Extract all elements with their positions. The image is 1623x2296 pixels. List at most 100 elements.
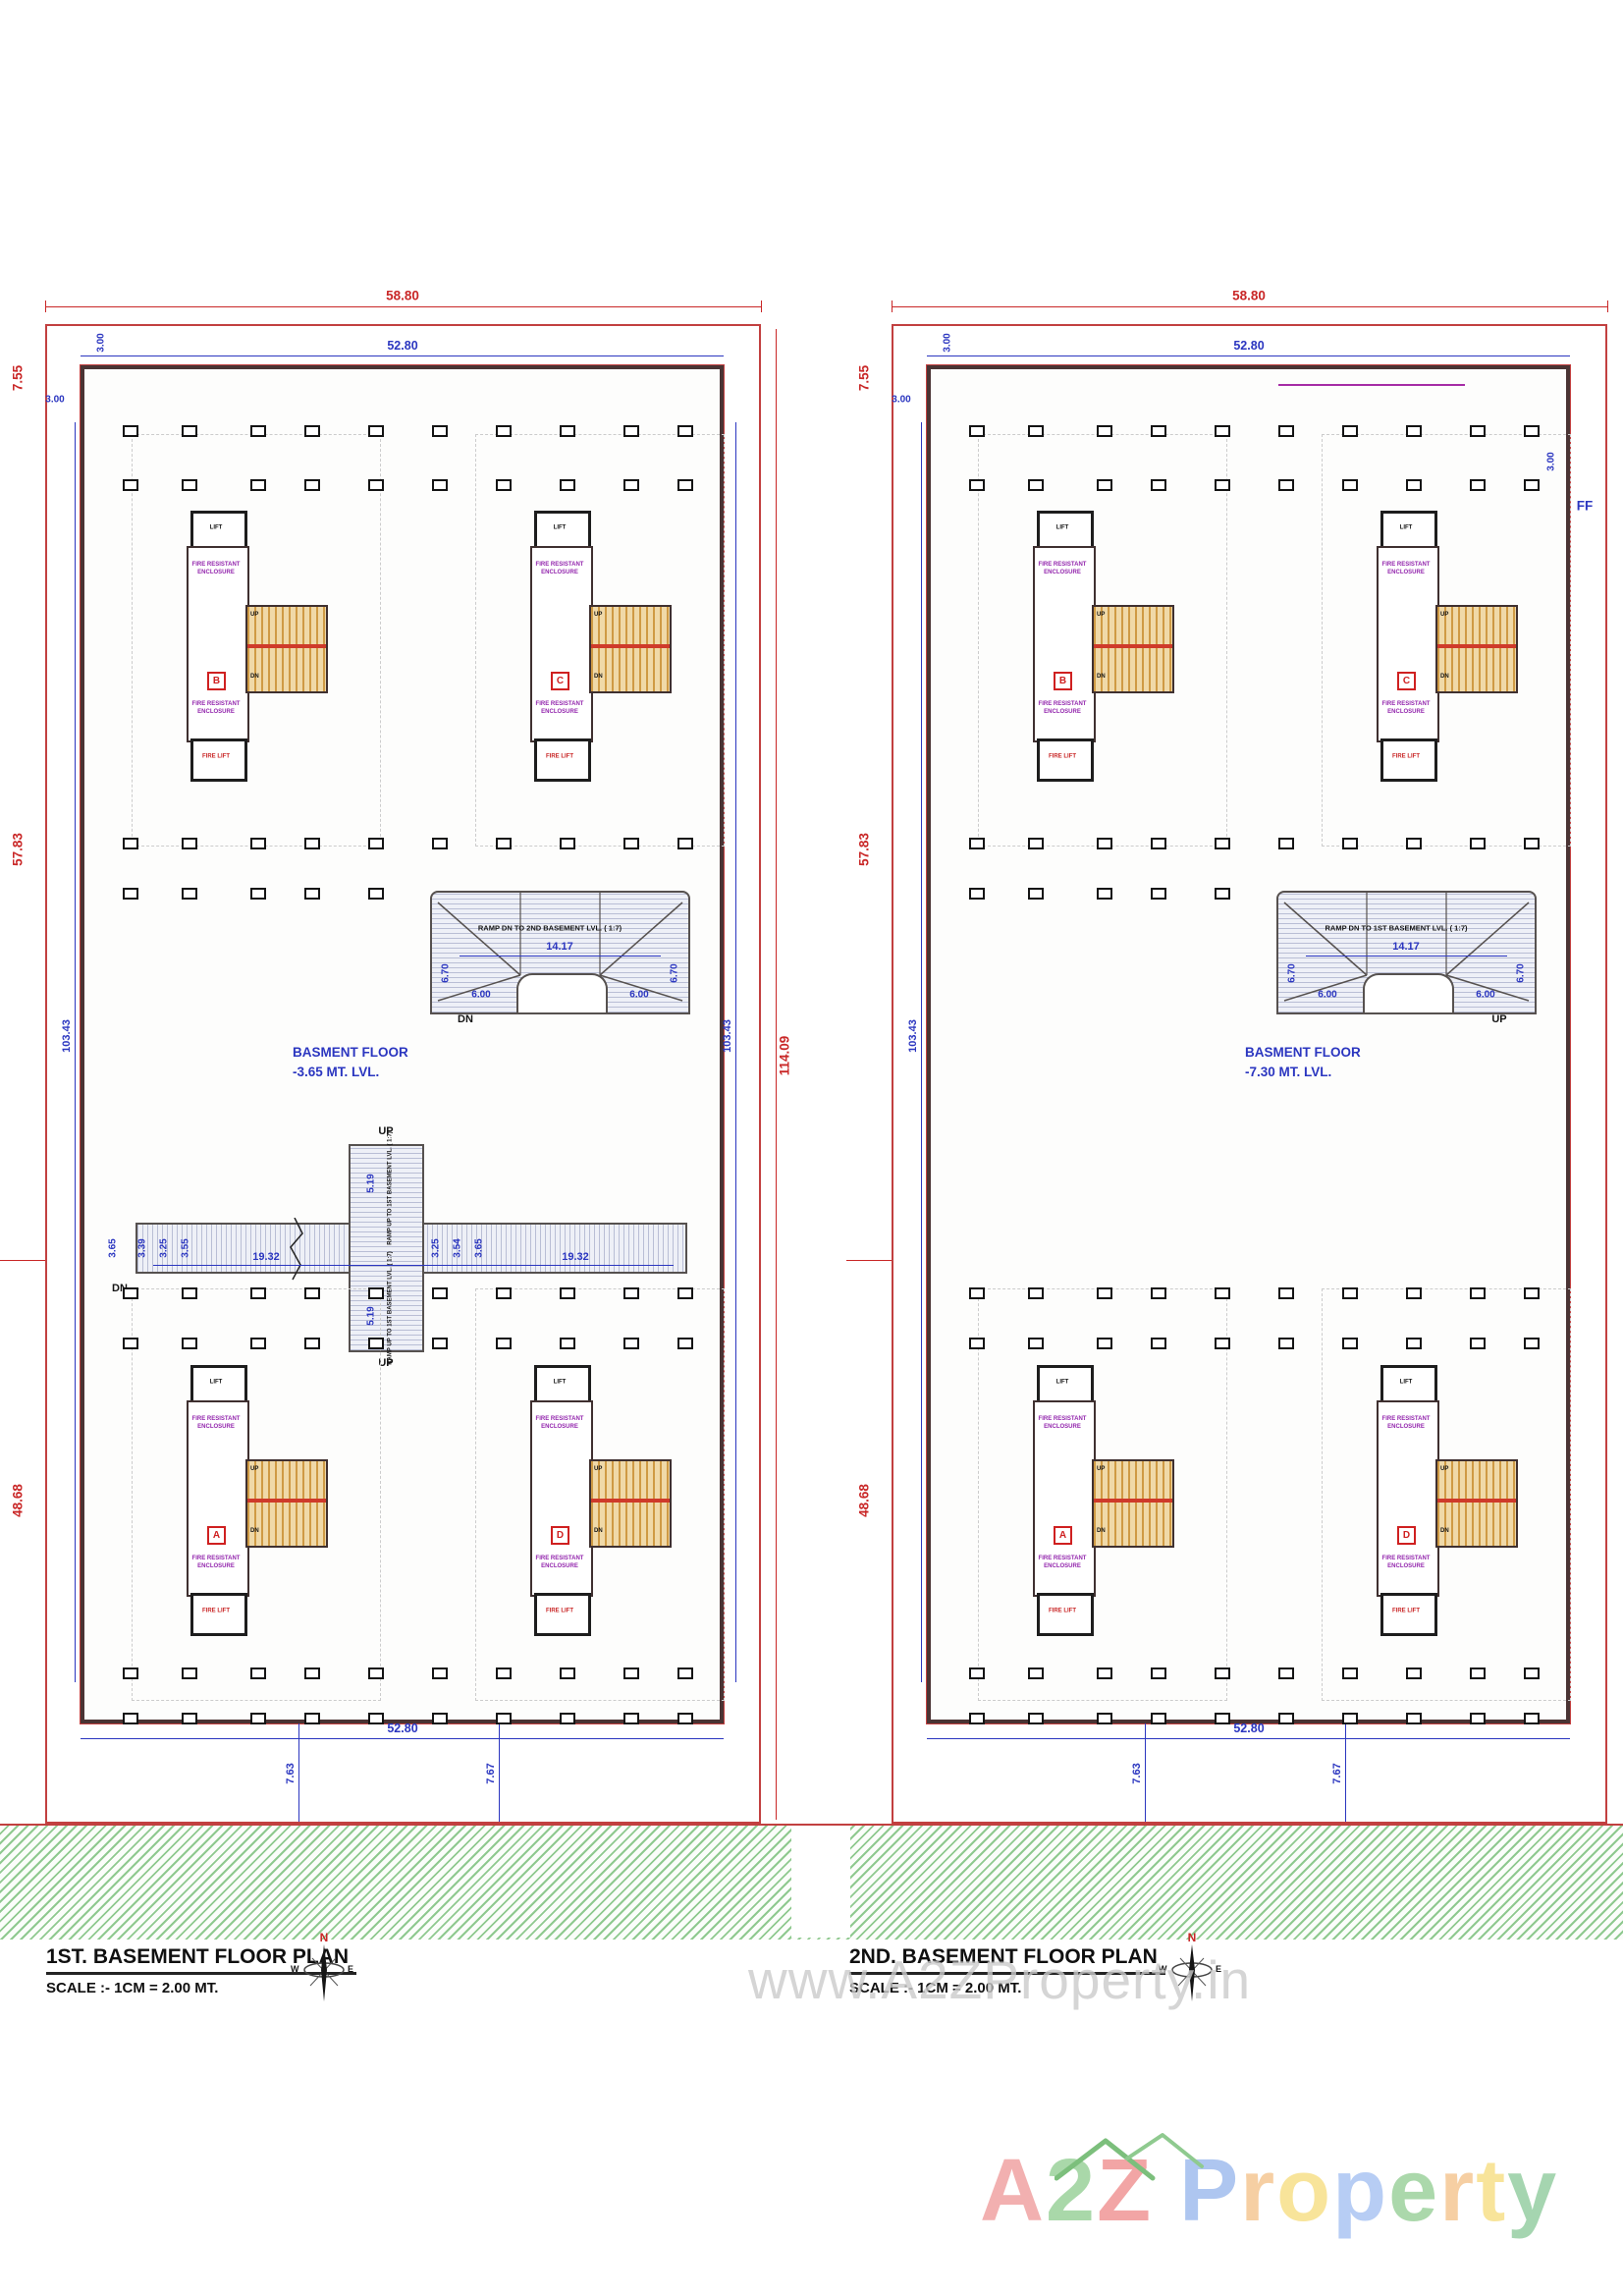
column-marker [969, 1667, 985, 1679]
lift-label: LIFT [209, 1379, 223, 1386]
core-letter-badge: A [207, 1526, 226, 1545]
column-marker [1470, 479, 1486, 491]
column-marker [1406, 1338, 1422, 1349]
dim-line-offset-right [499, 1723, 500, 1822]
plot-boundary [892, 324, 1607, 1824]
ramp-dn-label: DN [458, 1013, 473, 1025]
fire-lift-shaft [1380, 1593, 1437, 1636]
lift-label: LIFT [1055, 524, 1069, 531]
fire-lift-shaft [534, 738, 591, 782]
dim-tick [892, 301, 893, 312]
column-marker [368, 1338, 384, 1349]
fire-lift-label: FIRE LIFT [1049, 753, 1076, 760]
fire-lift-shaft [1037, 1593, 1094, 1636]
column-marker [560, 1667, 575, 1679]
column-marker [623, 479, 639, 491]
fire-lift-shaft [190, 738, 247, 782]
column-marker [1524, 1338, 1540, 1349]
ramp-dim-width: 14.17 [1392, 941, 1420, 953]
stair-dn-label: DN [1097, 674, 1106, 680]
core-letter-badge: B [207, 672, 226, 690]
column-marker [1470, 1667, 1486, 1679]
column-marker [1278, 838, 1294, 849]
column-marker [1278, 425, 1294, 437]
enclosure-label-top: FIRE RESISTANT ENCLOSURE [1038, 562, 1087, 575]
column-marker [1028, 838, 1044, 849]
road-gap [791, 1826, 850, 1938]
column-marker [677, 1713, 693, 1724]
stair-dn-label: DN [1440, 674, 1449, 680]
ramp-dim-line [460, 956, 661, 957]
column-marker [560, 1713, 575, 1724]
column-marker [1097, 1287, 1112, 1299]
column-marker [123, 838, 138, 849]
core-letter-badge: B [1054, 672, 1072, 690]
column-marker [969, 425, 985, 437]
column-marker [1028, 1287, 1044, 1299]
dim-margin-left: 3.00 [892, 394, 911, 406]
enclosure-label-bottom: FIRE RESISTANT ENCLOSURE [1381, 701, 1431, 715]
column-marker [1470, 425, 1486, 437]
stair-dn-label: DN [250, 1528, 259, 1534]
core-shaft [530, 546, 593, 742]
column-marker [1215, 1667, 1230, 1679]
column-marker [1028, 479, 1044, 491]
column-marker [1215, 479, 1230, 491]
column-marker [123, 1713, 138, 1724]
column-marker [623, 425, 639, 437]
column-marker [1342, 479, 1358, 491]
stair-landing-line [1437, 644, 1516, 648]
core-letter-badge: A [1054, 1526, 1072, 1545]
plan-scale-1: SCALE :- 1CM = 2.00 MT. [46, 1980, 219, 1996]
logo-letter: A [980, 2142, 1046, 2240]
column-marker [250, 1713, 266, 1724]
column-marker [1028, 1713, 1044, 1724]
column-marker [304, 1713, 320, 1724]
column-marker [969, 479, 985, 491]
column-marker [368, 1667, 384, 1679]
column-marker [1151, 888, 1166, 900]
column-marker [1278, 1338, 1294, 1349]
ramp-dim-line [1306, 956, 1507, 957]
column-marker [1028, 1338, 1044, 1349]
fire-lift-label: FIRE LIFT [202, 1608, 230, 1614]
column-marker [123, 425, 138, 437]
column-marker [496, 838, 512, 849]
dim-line-top-blue [927, 355, 1570, 356]
floor-level-label: BASMENT FLOOR -7.30 MT. LVL. [1245, 1043, 1361, 1082]
column-marker [304, 888, 320, 900]
logo-letter: o [1276, 2142, 1333, 2240]
dim-top-inner: 52.80 [1233, 339, 1265, 353]
dim-divider-tick [0, 1260, 45, 1261]
column-marker [123, 1287, 138, 1299]
column-marker [304, 1338, 320, 1349]
column-marker [969, 1338, 985, 1349]
column-marker [1028, 888, 1044, 900]
column-marker [182, 1338, 197, 1349]
brand-logo: A2Z Property [980, 2133, 1558, 2242]
column-marker [1524, 479, 1540, 491]
column-marker [182, 425, 197, 437]
column-marker [560, 425, 575, 437]
fire-lift-shaft [190, 1593, 247, 1636]
column-marker [1406, 1667, 1422, 1679]
column-marker [623, 1667, 639, 1679]
cross-up-top: UP [378, 1125, 394, 1137]
enclosure-label-top: FIRE RESISTANT ENCLOSURE [1381, 562, 1431, 575]
column-marker [1278, 1667, 1294, 1679]
break-line [290, 1218, 303, 1281]
column-marker [1278, 479, 1294, 491]
column-marker [496, 1287, 512, 1299]
column-marker [1215, 1287, 1230, 1299]
dim-line-top-red [45, 306, 761, 307]
vehicle-ramp: RAMP DN TO 1ST BASEMENT LVL. ( 1:7) 14.1… [1276, 891, 1537, 1025]
ramp-dim-end-left: 6.00 [471, 989, 491, 1001]
column-marker [1406, 425, 1422, 437]
column-marker [1097, 1338, 1112, 1349]
fire-lift-label: FIRE LIFT [546, 1608, 573, 1614]
stair-landing-line [591, 644, 670, 648]
